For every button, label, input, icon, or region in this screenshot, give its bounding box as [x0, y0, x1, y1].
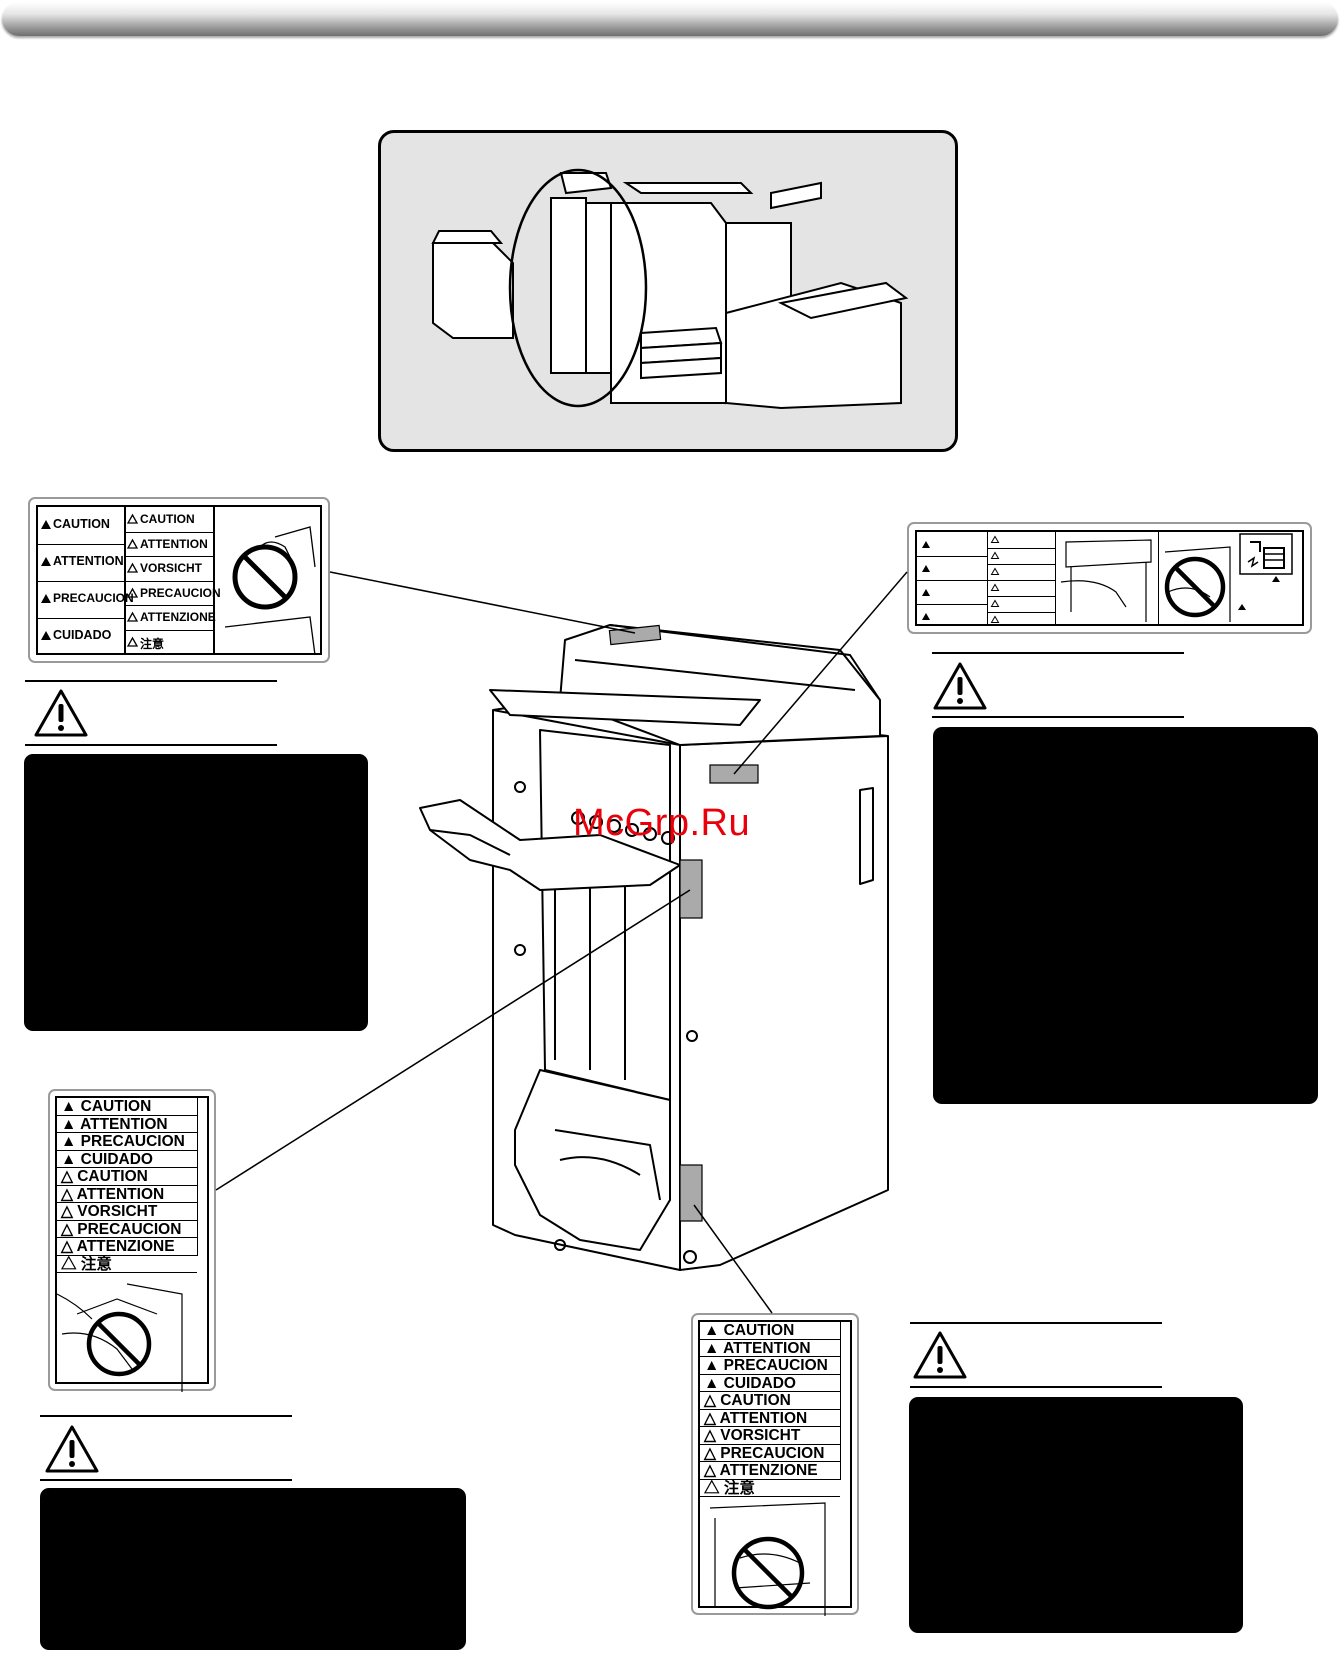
machine-overview-panel [378, 130, 958, 452]
stack-row: △ PRECAUCION [700, 1444, 840, 1462]
stack-row: ▲ ATTENTION [57, 1115, 197, 1133]
warning-triangle-icon [34, 689, 88, 737]
warning-header-1 [25, 680, 277, 746]
caution-label-top-right [907, 522, 1312, 634]
stack-row: △ VORSICHT [700, 1427, 840, 1445]
warning-triangle-icon [41, 557, 51, 566]
label-row-precaucion: PRECAUCION [53, 591, 134, 605]
warning-triangle-icon [41, 631, 51, 640]
stack-row: △ ATTENZIONE [57, 1238, 197, 1256]
warning-triangle-icon [990, 583, 1000, 591]
warning-text-block-2 [933, 727, 1318, 1104]
prohibited-icon [709, 1502, 826, 1616]
stack-row: △ ATTENTION [57, 1185, 197, 1203]
machine-overview-illustration [431, 168, 909, 410]
watermark-text: McGrp.Ru [573, 802, 751, 844]
prohibited-icon [56, 1283, 183, 1392]
warning-triangle-icon: ▲ [61, 1098, 77, 1115]
stack-row: ▲ CAUTION [57, 1098, 197, 1116]
prohibited-icon [1164, 533, 1293, 622]
stack-row: ▲ CAUTION [700, 1322, 840, 1340]
warning-triangle-icon: △ [704, 1479, 720, 1497]
warning-triangle-icon [933, 662, 987, 710]
warning-triangle-icon [913, 1331, 967, 1379]
warning-triangle-icon [922, 613, 930, 620]
label-row-precaucion: PRECAUCION [140, 586, 221, 600]
header-bar [2, 2, 1338, 36]
warning-header-4 [910, 1322, 1162, 1388]
warning-triangle-icon [990, 535, 1000, 543]
caution-label-top-left: CAUTION ATTENTION PRECAUCION CUIDADO CAU… [28, 497, 330, 663]
warning-triangle-icon: ▲ [61, 1115, 77, 1133]
stack-row: △ CAUTION [57, 1168, 197, 1186]
stack-row: △ PRECAUCION [57, 1220, 197, 1238]
warning-triangle-icon [41, 520, 51, 529]
warning-text-block-3 [40, 1488, 466, 1650]
label-row-attention: ATTENTION [140, 537, 208, 551]
warning-triangle-icon: ▲ [704, 1357, 720, 1374]
stack-row: ▲ CUIDADO [57, 1150, 197, 1168]
label-row-caution: CAUTION [53, 517, 110, 531]
caution-label-left-stack: ▲ CAUTION ▲ ATTENTION ▲ PRECAUCION ▲ CUI… [48, 1089, 216, 1392]
warning-triangle-icon: △ [61, 1185, 73, 1203]
label-row-attenzione: ATTENZIONE [140, 610, 216, 624]
warning-triangle-icon [990, 567, 1000, 575]
warning-triangle-icon: ▲ [61, 1133, 77, 1150]
warning-text-block-1 [24, 754, 368, 1031]
stack-row: △ ATTENZIONE [700, 1462, 840, 1480]
warning-triangle-icon [990, 599, 1000, 607]
stack-row: △ 注意 [700, 1479, 840, 1497]
warning-triangle-icon [126, 538, 139, 549]
caution-label-bottom-stack: ▲ CAUTION ▲ ATTENTION ▲ PRECAUCION ▲ CUI… [691, 1313, 859, 1616]
label-row-vorsicht: VORSICHT [140, 561, 203, 575]
warning-triangle-icon [922, 589, 930, 596]
prohibited-icon [224, 526, 316, 656]
stack-row: △ 注意 [57, 1255, 197, 1273]
warning-triangle-icon: ▲ [704, 1339, 720, 1357]
warning-triangle-icon [126, 636, 139, 647]
warning-header-3 [40, 1415, 292, 1481]
warning-text-block-4 [909, 1397, 1243, 1633]
warning-triangle-icon [922, 541, 930, 548]
warning-triangle-icon: △ [61, 1168, 73, 1185]
warning-triangle-icon: △ [704, 1392, 716, 1409]
stack-row: ▲ ATTENTION [700, 1339, 840, 1357]
stack-row: ▲ PRECAUCION [57, 1133, 197, 1151]
warning-triangle-icon [41, 594, 51, 603]
warning-triangle-icon: △ [61, 1255, 77, 1273]
label-row-attention: ATTENTION [53, 554, 124, 568]
warning-triangle-icon: ▲ [704, 1374, 720, 1392]
warning-triangle-icon [126, 562, 139, 573]
warning-triangle-icon: △ [704, 1462, 716, 1479]
warning-triangle-icon: △ [61, 1203, 73, 1220]
warning-triangle-icon: △ [704, 1427, 716, 1444]
warning-triangle-icon [126, 611, 139, 622]
warning-triangle-icon: △ [61, 1238, 73, 1255]
stack-row: △ VORSICHT [57, 1203, 197, 1221]
warning-triangle-icon [45, 1425, 99, 1473]
warning-triangle-icon: △ [704, 1409, 716, 1427]
warning-triangle-icon [990, 551, 1000, 559]
label-row-caution: CAUTION [140, 512, 195, 526]
warning-triangle-icon [990, 615, 1000, 623]
stack-row: △ ATTENTION [700, 1409, 840, 1427]
hand-pictogram [1060, 539, 1152, 622]
warning-triangle-icon [126, 513, 139, 524]
stack-row: ▲ PRECAUCION [700, 1357, 840, 1375]
warning-triangle-icon: △ [704, 1444, 716, 1462]
warning-triangle-icon [922, 565, 930, 572]
warning-triangle-icon: ▲ [704, 1322, 720, 1339]
label-row-chuui: 注意 [140, 637, 165, 651]
label-row-cuidado: CUIDADO [53, 628, 112, 642]
stack-row: ▲ CUIDADO [700, 1374, 840, 1392]
warning-triangle-icon [126, 587, 139, 598]
warning-header-2 [932, 652, 1184, 718]
stack-row: △ CAUTION [700, 1392, 840, 1410]
warning-triangle-icon: ▲ [61, 1150, 77, 1168]
warning-triangle-icon: △ [61, 1220, 73, 1238]
